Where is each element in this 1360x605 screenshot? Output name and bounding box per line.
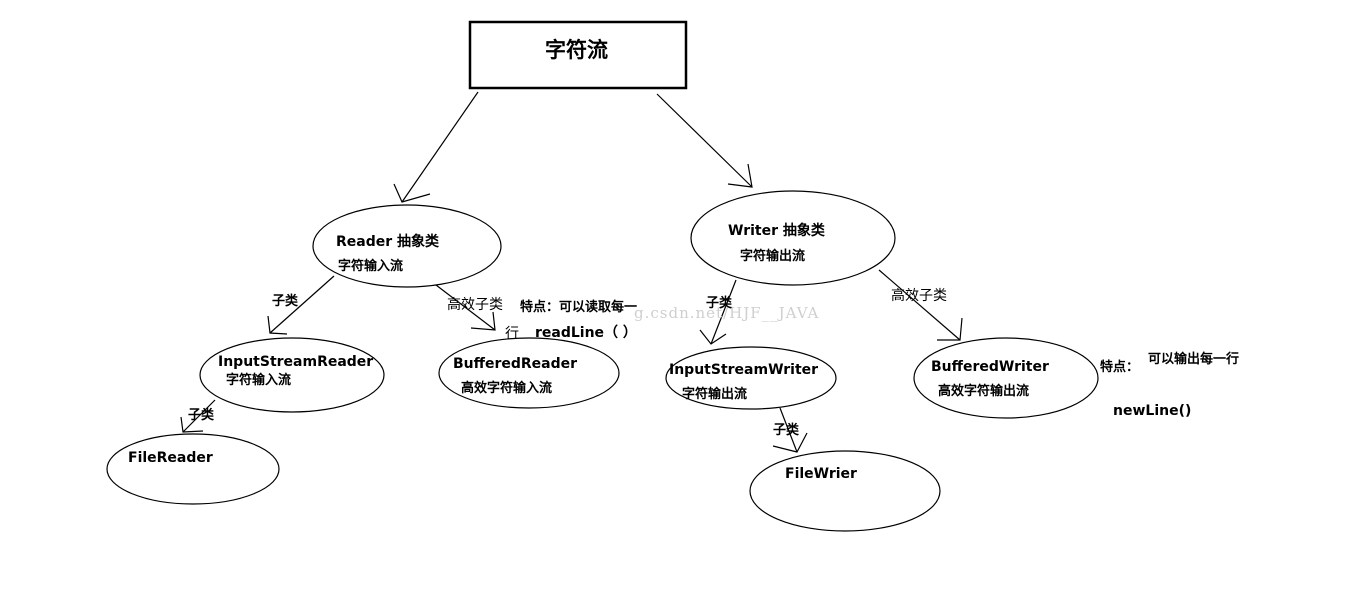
writer-desc: 字符输出流 <box>740 249 806 264</box>
input-stream-reader-ellipse <box>199 337 385 413</box>
reader-desc: 字符输入流 <box>338 259 404 274</box>
arrow-reader-to-br <box>435 284 496 331</box>
file-reader-ellipse <box>106 433 280 505</box>
arrow-root-to-reader <box>393 91 479 203</box>
edge-label-isr-to-fr: 子类 <box>188 408 215 423</box>
edge-label-reader-to-br: 高效子类 <box>447 297 503 313</box>
root-box <box>468 20 688 90</box>
arrow-isr-to-fr <box>180 399 216 433</box>
arrow-writer-to-isw <box>699 279 737 345</box>
file-reader-name: FileReader <box>128 450 213 466</box>
buffered-reader-feature-method: readLine（ ） <box>535 325 637 341</box>
buffered-reader-ellipse <box>438 337 620 409</box>
file-writer-ellipse <box>749 450 941 532</box>
reader-ellipse <box>312 204 502 288</box>
buffered-reader-name: BufferedReader <box>453 356 578 372</box>
input-stream-writer-ellipse <box>665 346 837 410</box>
writer-ellipse <box>690 190 896 286</box>
writer-name: Writer 抽象类 <box>728 223 825 239</box>
edge-label-writer-to-bw: 高效子类 <box>891 288 947 304</box>
buffered-reader-desc: 高效字符输入流 <box>461 381 553 396</box>
edge-label-reader-to-isr: 子类 <box>272 294 299 309</box>
arrow-root-to-writer <box>656 93 753 188</box>
buffered-writer-desc: 高效字符输出流 <box>938 384 1030 399</box>
reader-name: Reader 抽象类 <box>336 234 440 250</box>
buffered-reader-feature-line1: 特点：可以读取每一 <box>520 300 638 315</box>
buffered-writer-ellipse <box>913 337 1099 419</box>
arrow-writer-to-bw <box>878 269 963 341</box>
buffered-writer-feature-prefix: 特点： <box>1100 360 1140 375</box>
edge-label-isw-to-fw: 子类 <box>773 423 800 438</box>
buffered-writer-name: BufferedWriter <box>931 359 1049 375</box>
input-stream-writer-desc: 字符输出流 <box>682 387 748 402</box>
edge-label-writer-to-isw: 子类 <box>706 296 733 311</box>
root-title: 字符流 <box>545 38 608 62</box>
buffered-writer-feature-text: 可以输出每一行 <box>1148 352 1240 367</box>
input-stream-reader-desc: 字符输入流 <box>226 373 292 388</box>
buffered-reader-feature-line2: 行 <box>505 326 519 342</box>
arrow-isw-to-fw <box>772 407 808 453</box>
file-writer-name: FileWrier <box>785 466 857 482</box>
input-stream-writer-name: InputStreamWriter <box>669 362 819 378</box>
buffered-writer-feature-method: newLine() <box>1113 403 1192 419</box>
watermark: g.csdn.net/HJF__JAVA <box>634 304 820 322</box>
arrow-reader-to-isr <box>267 275 335 335</box>
input-stream-reader-name: InputStreamReader <box>218 354 374 370</box>
